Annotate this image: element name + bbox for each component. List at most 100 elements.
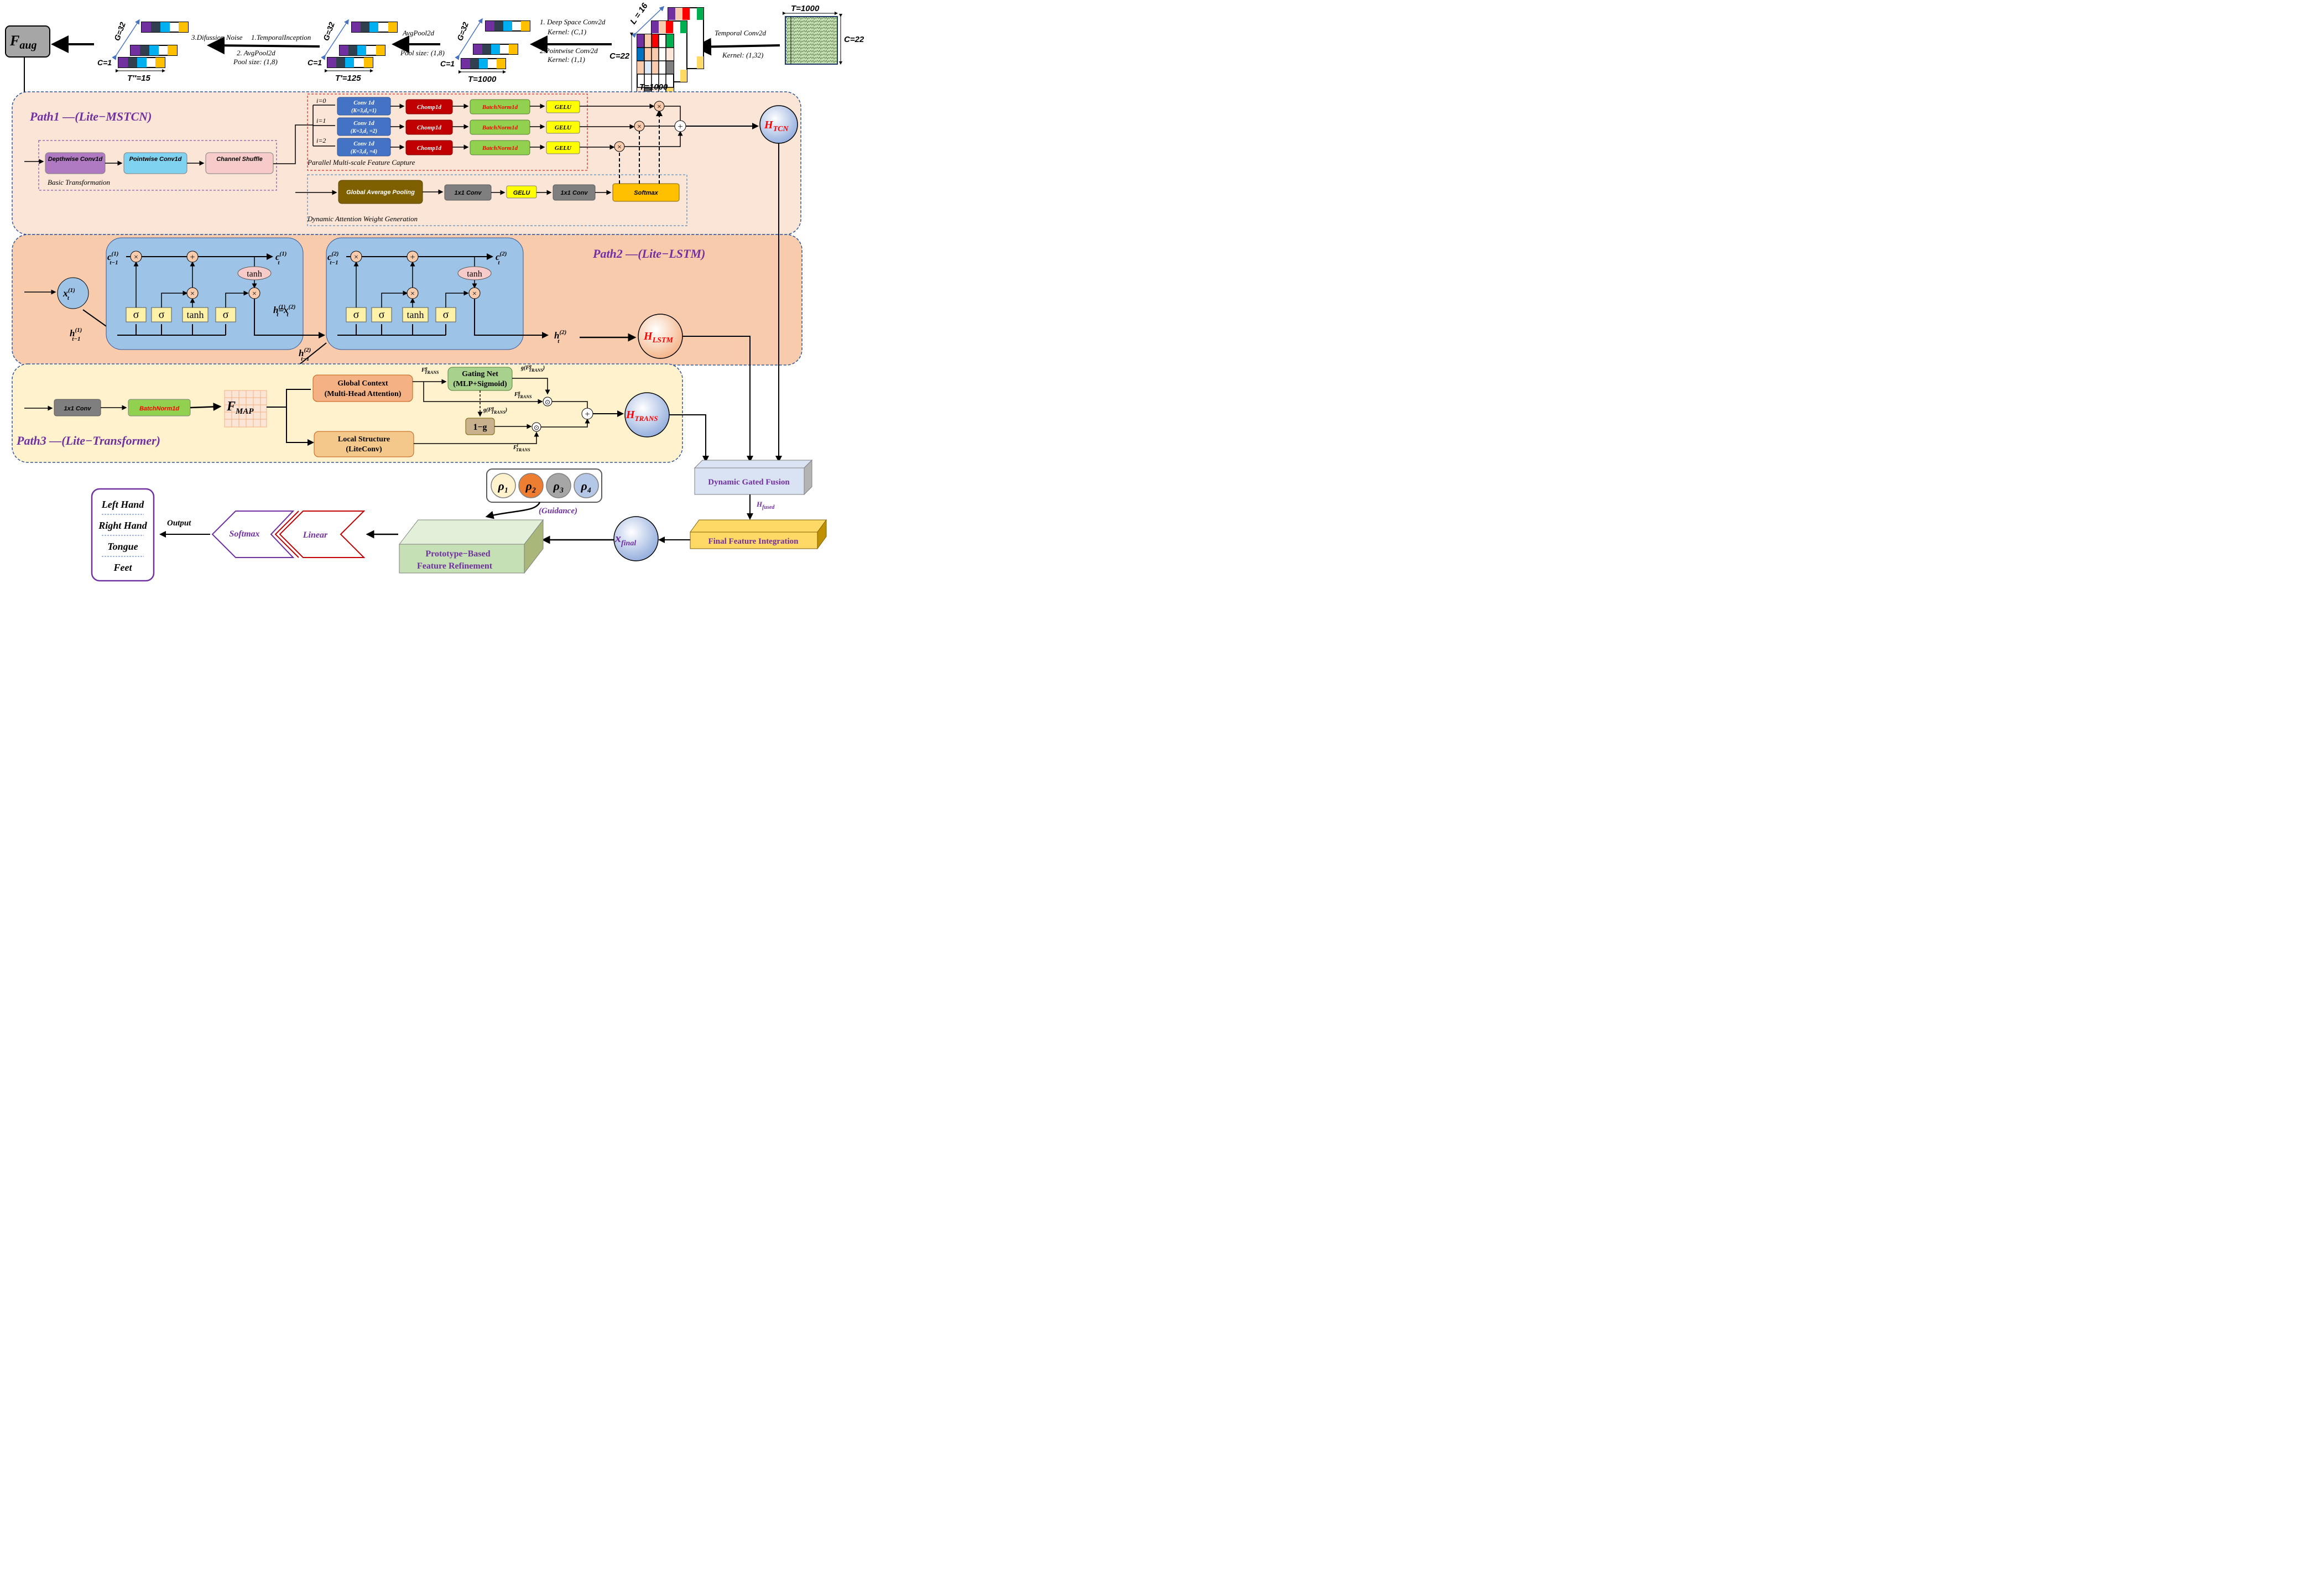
svg-text:GELU: GELU [555, 145, 572, 152]
svg-text:+: + [585, 410, 590, 419]
svg-text:σ: σ [353, 309, 359, 321]
svg-text:tanh: tanh [187, 309, 204, 320]
path1-panel: Path1 —(Lite−MSTCN) Depthwise Conv1d Poi… [12, 91, 801, 235]
batchnorm1d-block [470, 99, 530, 114]
prototype-refinement: Prototype−Based Feature Refinement [398, 519, 544, 574]
dot-op-global: ⊙ [543, 397, 553, 407]
input-c-label: C=22 [844, 35, 864, 44]
svg-text:×: × [134, 253, 138, 262]
stack3-c-label: C=1 [308, 58, 322, 67]
cell-add-op [186, 251, 199, 263]
stack3-t-label: T′=125 [335, 74, 361, 83]
chomp1d-block [405, 119, 453, 135]
path1-title: Path1 —(Lite−MSTCN) [29, 110, 152, 123]
step2-line4: Kernel: (1,1) [547, 55, 585, 64]
prototype-panel [486, 468, 602, 503]
stack2-g-label: G=32 [455, 21, 470, 42]
attn-softmax [612, 183, 680, 202]
forget-mul-op [130, 251, 142, 263]
f-map-grid: FMAP [224, 390, 267, 428]
dynamic-gated-fusion: Dynamic Gated Fusion [694, 459, 813, 496]
svg-text:×: × [657, 103, 661, 111]
prototype-1: ρ₁ [491, 473, 516, 498]
gate-box [435, 307, 456, 322]
h-tcn-node: HTCN [759, 105, 798, 144]
feature-stack-l16: L = 16 C=22 T=1000 [609, 1, 704, 107]
svg-text:×: × [354, 253, 358, 262]
batchnorm1d-block [470, 140, 530, 155]
svg-text:1x1 Conv: 1x1 Conv [64, 405, 92, 412]
svg-text:×: × [472, 290, 477, 298]
basic-transformation-label: Basic Transformation [48, 178, 110, 186]
class-label: Tongue [107, 541, 138, 552]
svg-text:Channel Shuffle: Channel Shuffle [216, 156, 263, 163]
svg-text:(K=3,d₀=1): (K=3,d₀=1) [351, 108, 377, 114]
temporal-conv-title: Temporal Conv2d [715, 29, 767, 37]
svg-text:Pointwise Conv1d: Pointwise Conv1d [129, 156, 182, 163]
svg-text:Chomp1d: Chomp1d [417, 145, 442, 152]
mul-op: × [654, 101, 665, 112]
f-aug-label: Faug [9, 33, 37, 51]
step2-line1: 1. Deep Space Conv2d [540, 18, 606, 26]
svg-text:GELU: GELU [555, 104, 572, 111]
class-label: Left Hand [101, 499, 144, 510]
svg-text:GELU: GELU [555, 124, 572, 131]
svg-text:FMAP: FMAP [226, 399, 254, 416]
svg-text:Conv 1d: Conv 1d [353, 140, 374, 147]
guidance-label: (Guidance) [539, 507, 577, 515]
step2-line3: 2.Pointwise Conv2d [540, 46, 598, 55]
tanh-node [457, 266, 492, 280]
global-context [312, 374, 413, 402]
svg-text:+: + [410, 253, 415, 262]
step4-line3: 2. AvgPool2d [237, 49, 275, 57]
softmax-layer: Softmax [211, 511, 295, 558]
tanh-node [237, 266, 272, 280]
svg-text:HTCN: HTCN [764, 119, 789, 133]
architecture-diagram: Faug T=1000 C=22 Temporal Conv2d Kernel:… [5, 1, 864, 582]
f-aug-box [5, 25, 50, 58]
gelu-block [546, 141, 580, 154]
x-final-node: xfinal [613, 516, 659, 561]
svg-text:×: × [637, 123, 642, 131]
svg-text:×: × [252, 290, 257, 298]
path3-panel: Path3 —(Lite−Transformer) 1x1 Conv Batch… [12, 363, 683, 463]
svg-text:Global Average Pooling: Global Average Pooling [346, 189, 415, 196]
svg-text:Gating Net: Gating Net [462, 370, 498, 378]
path2-title: Path2 —(Lite−LSTM) [592, 247, 705, 261]
svg-text:ρ₁: ρ₁ [497, 479, 508, 493]
channel-shuffle [205, 152, 274, 174]
parallel-multiscale-group [307, 93, 588, 171]
svg-text:⊙: ⊙ [545, 398, 550, 406]
dot-op-local: ⊙ [532, 422, 541, 432]
gate-box [346, 307, 367, 322]
svg-text:HLSTM: HLSTM [643, 330, 673, 345]
gate-box [402, 307, 429, 322]
svg-text:Depthwise Conv1d: Depthwise Conv1d [48, 156, 103, 163]
svg-text:×: × [410, 290, 415, 298]
attn-gelu [506, 185, 537, 199]
svg-text:Global Context: Global Context [337, 379, 388, 388]
svg-text:ρ₃: ρ₃ [553, 479, 564, 493]
stack2-t-label: T=1000 [468, 75, 497, 84]
svg-text:⊙: ⊙ [534, 424, 539, 431]
gelu-block [546, 121, 580, 134]
prototype-3: ρ₃ [546, 473, 571, 498]
dynamic-attention-group [307, 174, 687, 226]
svg-text:(LiteConv): (LiteConv) [346, 445, 382, 454]
svg-text:×: × [617, 143, 622, 152]
mul-op: × [634, 121, 645, 132]
svg-text:1x1 Conv: 1x1 Conv [455, 190, 482, 196]
svg-text:i=2: i=2 [316, 137, 326, 144]
svg-text:HTRANS: HTRANS [626, 409, 658, 423]
stack1-t-label: T=1000 [639, 82, 668, 92]
h-out: h(2)t [554, 329, 566, 345]
input-mul-op [186, 287, 199, 299]
mid-label: h(1)t=x(2)t [273, 304, 295, 318]
svg-text:(MLP+Sigmoid): (MLP+Sigmoid) [453, 380, 507, 388]
svg-text:σ: σ [159, 309, 165, 321]
feature-stack-t15: G=32 C=1 T″=15 [97, 19, 189, 83]
feature-stack-t1000: G=32 C=1 T=1000 [440, 18, 530, 84]
